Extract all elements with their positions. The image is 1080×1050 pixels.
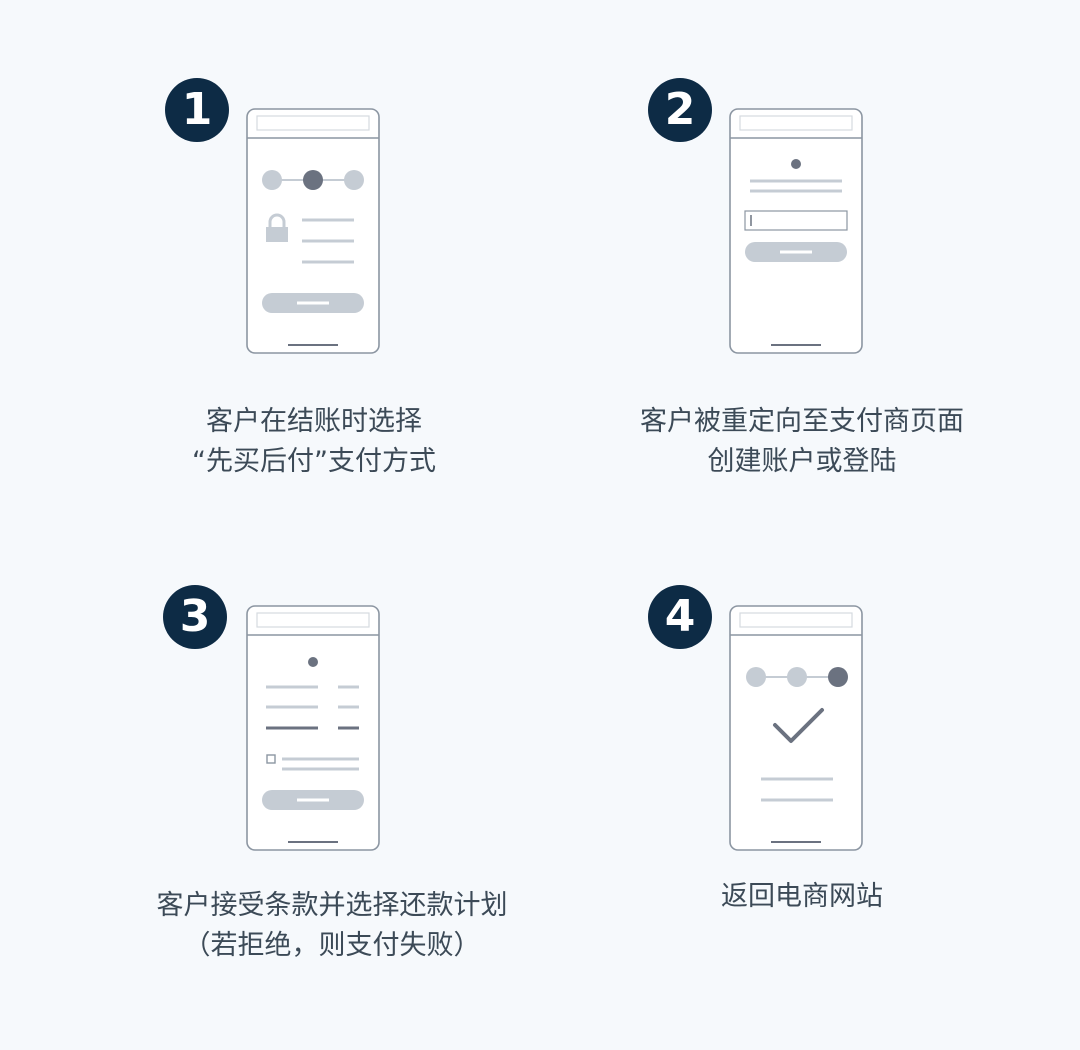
login-input: [744, 210, 848, 231]
caption-line-2: （若拒绝，则支付失败）: [183, 930, 481, 961]
step-4-number-badge: 4: [648, 585, 712, 649]
phone-frame: [246, 108, 380, 354]
checkmark-icon: [773, 708, 824, 743]
caption-line-1: 客户接受条款并选择还款计划: [156, 890, 508, 921]
step-1-caption: 客户在结账时选择 “先买后付”支付方式: [94, 402, 534, 482]
step-2-caption: 客户被重定向至支付商页面 创建账户或登陆: [582, 402, 1022, 482]
checkbox-icon: [266, 754, 276, 764]
caption-line-2: 创建账户或登陆: [707, 446, 897, 477]
step-2-phone-mockup: [729, 108, 865, 356]
step-4-caption: 返回电商网站: [582, 877, 1022, 917]
step-3-number-badge: 3: [163, 585, 227, 649]
caption-line-1: 客户在结账时选择: [206, 406, 422, 437]
step-3-phone-mockup: [246, 605, 382, 853]
progress-dots-icon: [262, 170, 364, 190]
step-1-number-badge: 1: [165, 78, 229, 142]
address-bar: [256, 612, 370, 628]
step-3-caption: 客户接受条款并选择还款计划 （若拒绝，则支付失败）: [112, 886, 552, 966]
address-bar: [739, 115, 853, 131]
step-1-phone-mockup: [246, 108, 382, 356]
address-bar: [256, 115, 370, 131]
progress-dots-icon: [746, 667, 848, 687]
address-bar: [739, 612, 853, 628]
lock-icon: [266, 213, 288, 242]
logo-dot: [791, 159, 801, 169]
caption-line-2: “先买后付”支付方式: [192, 446, 436, 477]
caption-line-1: 返回电商网站: [721, 881, 883, 912]
step-4-phone-mockup: [729, 605, 865, 853]
caption-line-1: 客户被重定向至支付商页面: [640, 406, 964, 437]
logo-dot: [308, 657, 318, 667]
phone-frame: [729, 605, 863, 851]
phone-frame: [729, 108, 863, 354]
step-2-number-badge: 2: [648, 78, 712, 142]
